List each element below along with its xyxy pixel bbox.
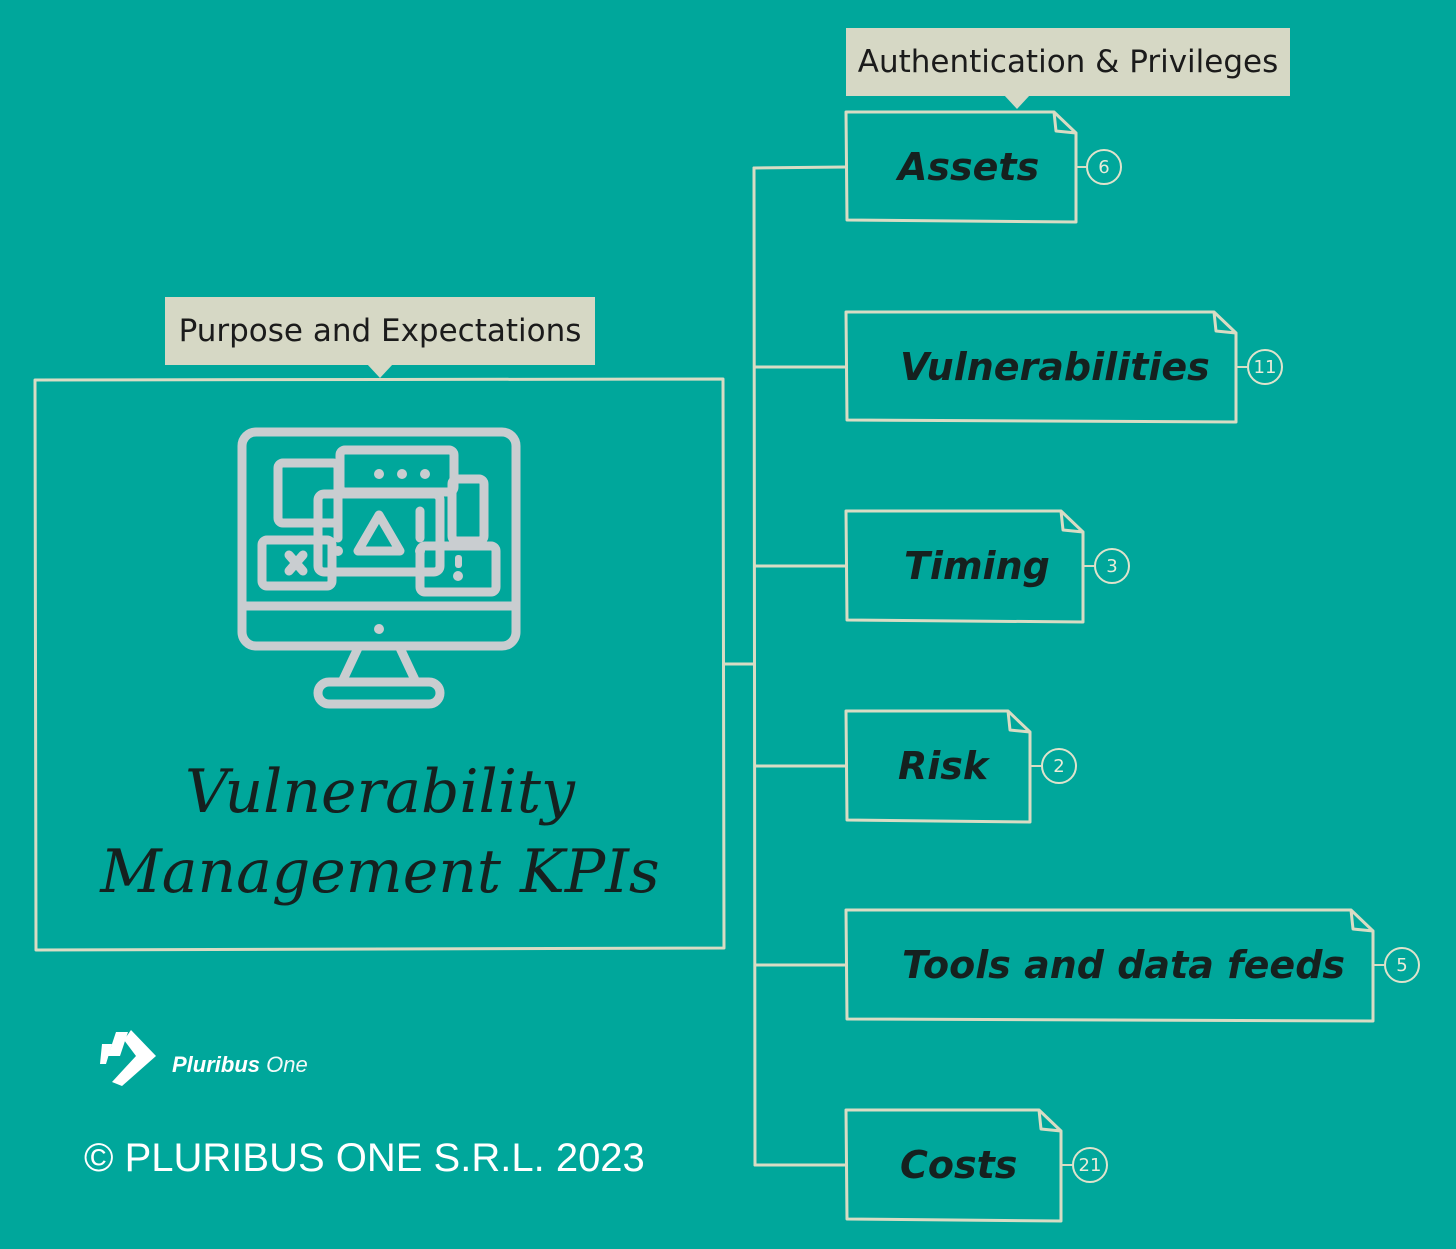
topic-box-1 xyxy=(844,110,1078,224)
main-node-box xyxy=(33,377,726,952)
trunk-connector xyxy=(722,166,757,1167)
topic-box-6 xyxy=(844,1108,1063,1223)
topic-label-tools: Tools and data feeds xyxy=(902,943,1346,987)
pluribus-one-logo xyxy=(100,1030,156,1086)
count-badge-risk: 2 xyxy=(1041,748,1077,784)
callout-authentication: Authentication & Privileges xyxy=(846,28,1290,109)
topic-label-timing: Timing xyxy=(904,544,1050,588)
brand-name: Pluribus One xyxy=(172,1052,308,1078)
topic-box-3 xyxy=(844,509,1085,624)
brand-name-bold: Pluribus xyxy=(172,1052,261,1077)
callout-authentication-text: Authentication & Privileges xyxy=(857,44,1279,80)
computer-warning-icon xyxy=(237,427,521,709)
main-node-title: Vulnerability Management KPIs xyxy=(40,752,720,912)
callout-purpose-text: Purpose and Expectations xyxy=(178,313,582,349)
main-title-line1: Vulnerability xyxy=(185,757,575,827)
count-badge-assets: 6 xyxy=(1086,149,1122,185)
topic-box-2 xyxy=(844,310,1238,424)
copyright-notice: © PLURIBUS ONE S.R.L. 2023 xyxy=(84,1136,645,1180)
main-title-line2: Management KPIs xyxy=(100,837,660,907)
topic-box-5 xyxy=(844,908,1375,1023)
topic-label-risk: Risk xyxy=(898,744,989,788)
count-badge-costs: 21 xyxy=(1072,1147,1108,1183)
callout-purpose: Purpose and Expectations xyxy=(165,297,595,378)
callout-tail xyxy=(1004,95,1030,109)
brand-name-light: One xyxy=(266,1052,308,1077)
count-badge-tools: 5 xyxy=(1384,947,1420,983)
topic-box-4 xyxy=(844,709,1032,824)
callout-tail xyxy=(367,364,393,378)
branch-connector-1 xyxy=(752,165,848,170)
count-badge-timing: 3 xyxy=(1094,548,1130,584)
topic-label-assets: Assets xyxy=(898,145,1040,189)
topic-label-costs: Costs xyxy=(900,1143,1018,1187)
count-badge-vulnerabilities: 11 xyxy=(1247,349,1283,385)
topic-label-vulnerabilities: Vulnerabilities xyxy=(900,345,1210,389)
